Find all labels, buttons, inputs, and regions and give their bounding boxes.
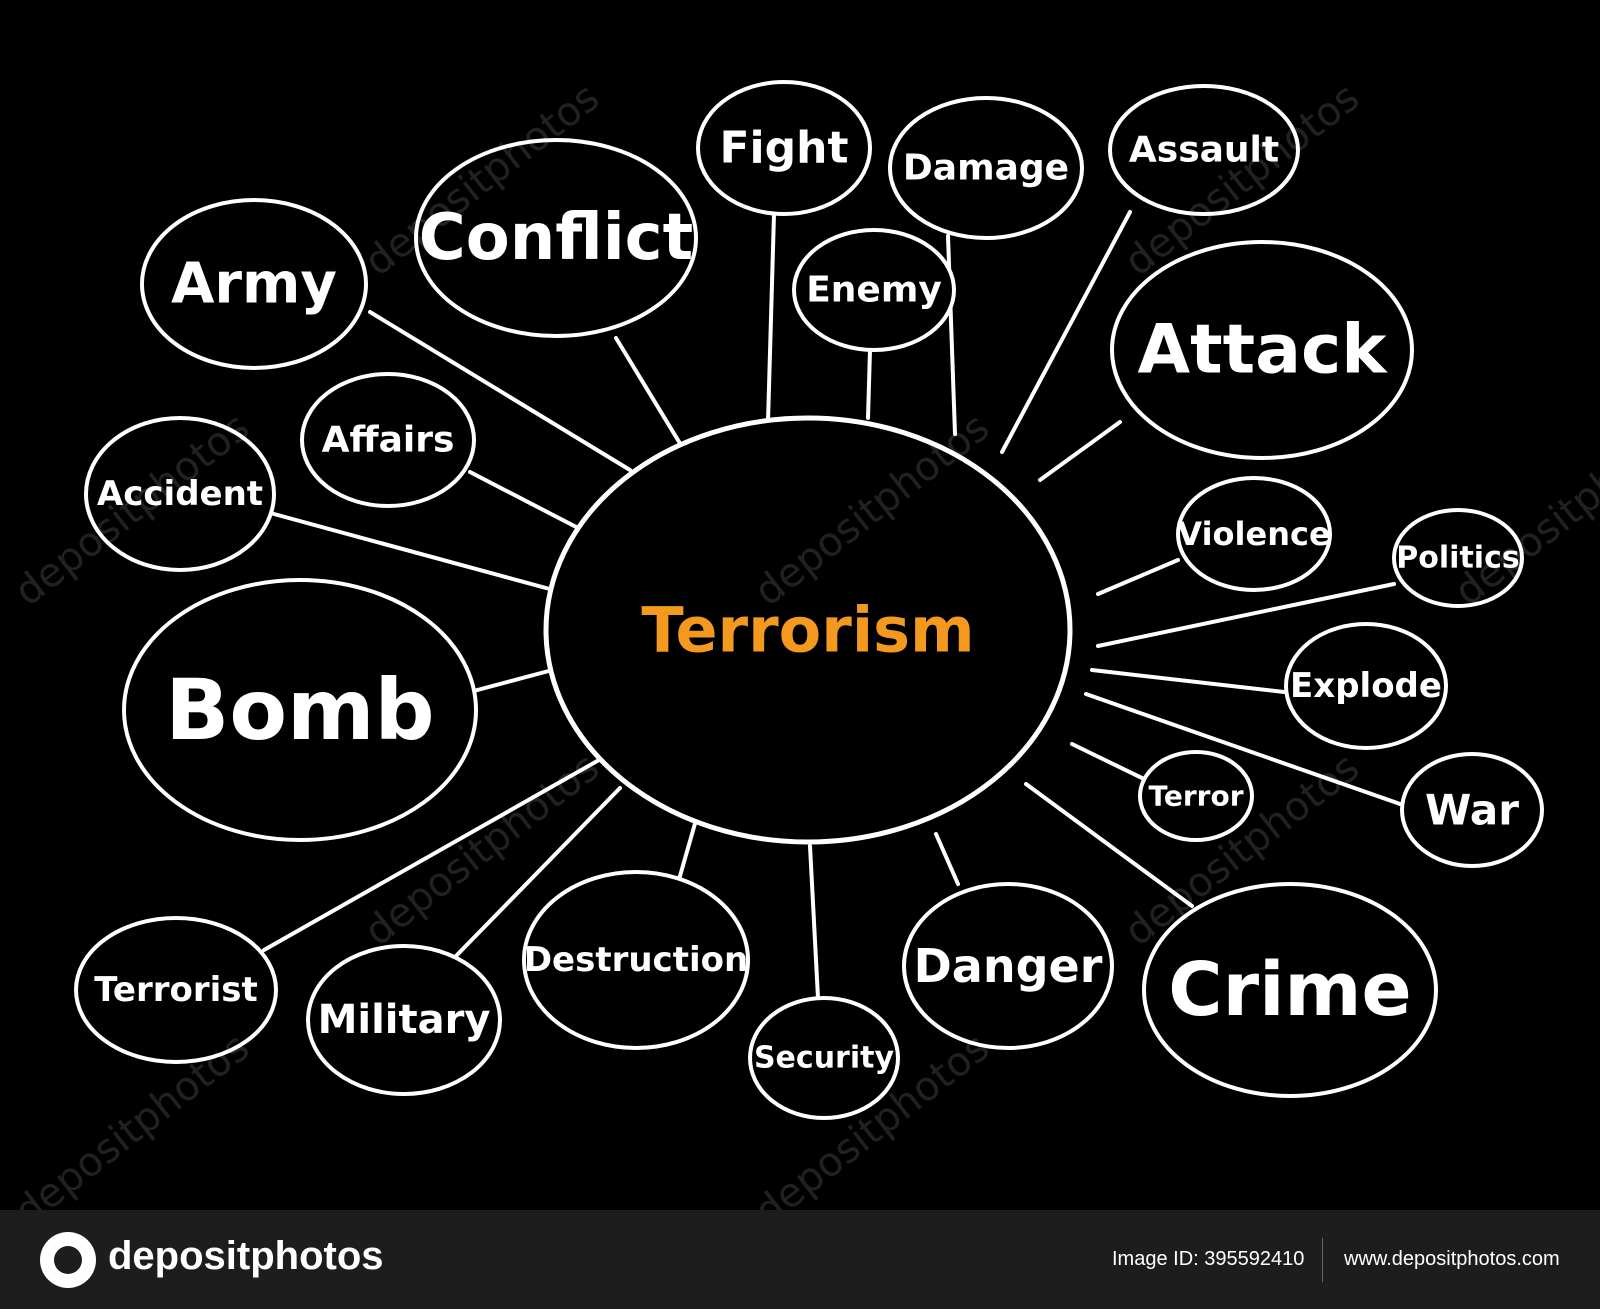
node-label-destruction: Destruction — [524, 940, 748, 980]
node-terrorist: Terrorist — [74, 916, 278, 1064]
connector-line-attack — [1038, 420, 1122, 482]
node-bubble-explode — [1284, 622, 1448, 750]
node-bubble-bomb — [122, 578, 478, 842]
footer-bar: depositphotos Image ID: 395592410 www.de… — [0, 1210, 1600, 1309]
node-label-army: Army — [171, 252, 337, 317]
connector-line-crime — [1024, 782, 1194, 908]
connector-line-security — [808, 844, 820, 1000]
node-bomb: Bomb — [122, 578, 478, 842]
connector-line-politics — [1096, 582, 1396, 648]
node-label-attack: Attack — [1137, 311, 1388, 390]
connector-line-affairs — [468, 470, 584, 532]
node-bubble-assault — [1108, 84, 1300, 216]
connector-line-terror — [1070, 742, 1148, 782]
center-label: Terrorism — [641, 594, 974, 667]
node-label-fight: Fight — [720, 123, 849, 174]
node-label-explode: Explode — [1290, 666, 1442, 706]
node-fight: Fight — [696, 80, 872, 216]
connector-line-bomb — [468, 666, 562, 694]
footer-brand: depositphotos — [108, 1234, 384, 1278]
camera-logo-icon — [40, 1232, 96, 1288]
connector-line-danger — [934, 832, 960, 886]
node-label-danger: Danger — [914, 939, 1103, 993]
node-label-conflict: Conflict — [419, 201, 693, 275]
footer-divider — [1322, 1238, 1323, 1282]
node-explode: Explode — [1284, 622, 1448, 750]
node-label-crime: Crime — [1168, 947, 1411, 1033]
node-bubble-terror — [1138, 750, 1254, 842]
connector-line-violence — [1096, 558, 1180, 596]
node-bubble-damage — [888, 96, 1084, 240]
node-bubble-war — [1400, 752, 1544, 868]
node-bubble-attack — [1110, 240, 1414, 460]
node-destruction: Destruction — [522, 870, 750, 1050]
connector-line-army — [368, 310, 632, 472]
node-label-terror: Terror — [1148, 780, 1243, 813]
node-label-enemy: Enemy — [806, 270, 942, 311]
node-label-violence: Violence — [1177, 515, 1330, 553]
node-bubble-army — [140, 198, 368, 370]
node-crime: Crime — [1142, 882, 1438, 1098]
node-bubble-crime — [1142, 882, 1438, 1098]
node-label-assault: Assault — [1129, 130, 1279, 171]
node-danger: Danger — [902, 882, 1114, 1050]
node-bubble-security — [748, 996, 900, 1120]
mind-map: Army Conflict Fight Damage AssaultEnemyAttac… — [6, 74, 1600, 1210]
node-war: War — [1400, 752, 1544, 868]
node-army: Army — [140, 198, 368, 370]
connector-line-accident — [272, 512, 570, 596]
node-bubble-accident — [84, 416, 276, 572]
node-military: Military — [306, 944, 502, 1096]
node-bubble-politics — [1392, 508, 1524, 608]
connector-line-assault — [1000, 210, 1132, 454]
node-label-military: Military — [318, 997, 491, 1043]
node-label-bomb: Bomb — [165, 661, 434, 759]
node-bubble-destruction — [522, 870, 750, 1050]
node-bubble-violence — [1176, 476, 1332, 592]
connector-line-fight — [766, 212, 776, 424]
node-label-war: War — [1425, 786, 1519, 835]
node-accident: Accident — [84, 416, 276, 572]
node-bubble-fight — [696, 80, 872, 216]
node-affairs: Affairs — [300, 372, 476, 508]
node-bubbles: Army Conflict Fight Damage AssaultEnemyAttac… — [74, 80, 1544, 1120]
node-damage: Damage — [888, 96, 1084, 240]
connector-line-war — [1084, 692, 1402, 806]
node-label-security: Security — [754, 1041, 895, 1076]
connector-line-terrorist — [262, 754, 608, 952]
node-bubble-conflict — [414, 138, 698, 338]
node-enemy: Enemy — [792, 228, 956, 352]
node-violence: Violence — [1176, 476, 1332, 592]
node-bubble-danger — [902, 882, 1114, 1050]
connector-line-explode — [1090, 668, 1286, 694]
node-assault: Assault — [1108, 84, 1300, 216]
connector-line-enemy — [866, 348, 872, 420]
node-label-damage: Damage — [903, 148, 1069, 189]
node-bubble-affairs — [300, 372, 476, 508]
node-terror: Terror — [1138, 750, 1254, 842]
center-bubble — [543, 415, 1073, 845]
node-label-affairs: Affairs — [322, 420, 455, 461]
node-attack: Attack — [1110, 240, 1414, 460]
node-politics: Politics — [1392, 508, 1524, 608]
node-label-accident: Accident — [97, 474, 263, 514]
connector-line-conflict — [614, 336, 686, 452]
node-bubble-military — [306, 944, 502, 1096]
image-id: Image ID: 395592410 — [1112, 1248, 1305, 1270]
website-link[interactable]: www.depositphotos.com — [1344, 1248, 1560, 1270]
node-conflict: Conflict — [414, 138, 698, 338]
node-security: Security — [748, 996, 900, 1120]
node-bubble-enemy — [792, 228, 956, 352]
node-bubble-terrorist — [74, 916, 278, 1064]
connector-line-military — [454, 786, 622, 958]
node-label-terrorist: Terrorist — [94, 970, 258, 1010]
center-node: Terrorism — [543, 415, 1073, 845]
node-label-politics: Politics — [1396, 541, 1519, 576]
connector-lines — [262, 210, 1402, 1000]
